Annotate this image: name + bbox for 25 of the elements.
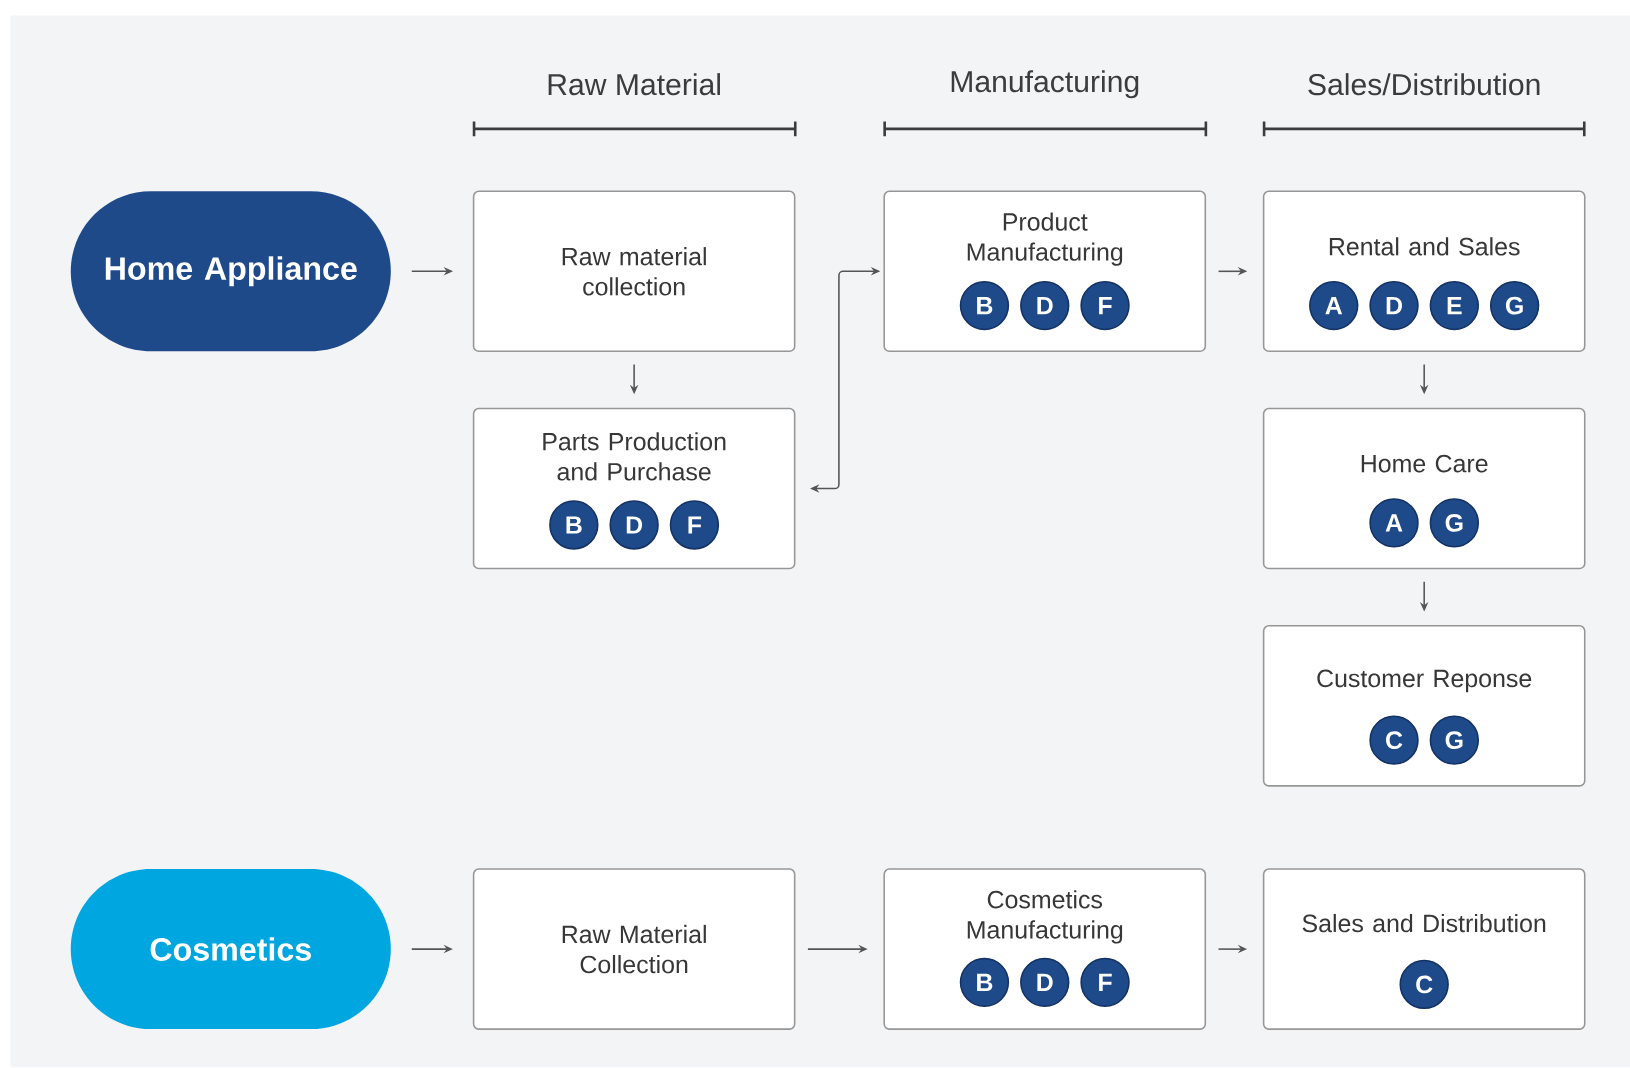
- letter-badge: B: [959, 957, 1010, 1008]
- letter-badge: B: [959, 281, 1010, 331]
- process-box: Raw material collection: [472, 190, 796, 353]
- letter-badge: A: [1369, 498, 1419, 548]
- letter-badge: D: [1369, 281, 1419, 331]
- letter-badge: G: [1429, 498, 1479, 548]
- letter-badge: E: [1429, 281, 1479, 331]
- letter-badge: F: [669, 500, 720, 550]
- letter-badge: B: [549, 500, 599, 550]
- letter-badge: A: [1309, 281, 1359, 331]
- letter-badge: C: [1369, 715, 1419, 766]
- category-pill: Home Appliance: [70, 191, 391, 352]
- letter-badge: F: [1080, 957, 1130, 1008]
- column-heading: Raw Material: [548, 73, 720, 96]
- column-heading: Manufacturing: [951, 70, 1139, 99]
- process-box: Raw Material Collection: [472, 868, 796, 1031]
- letter-badge: G: [1489, 281, 1540, 331]
- column-heading: Sales/Distribution: [1308, 73, 1540, 96]
- letter-badge: G: [1429, 715, 1479, 766]
- letter-badge: D: [1020, 281, 1070, 331]
- letter-badge: F: [1080, 281, 1130, 331]
- letter-badge: C: [1399, 959, 1449, 1010]
- category-pill: Cosmetics: [70, 869, 391, 1030]
- letter-badge: D: [1020, 957, 1070, 1008]
- letter-badge: D: [609, 500, 659, 550]
